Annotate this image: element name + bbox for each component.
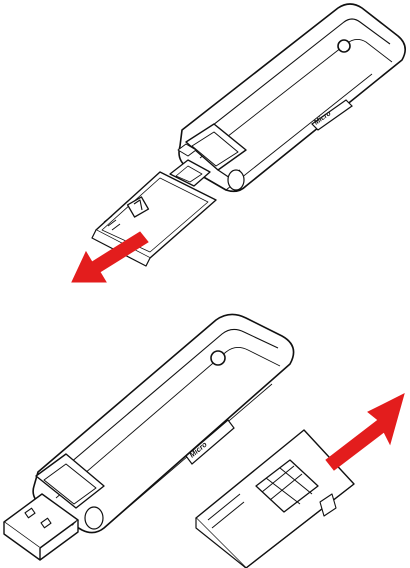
led-icon-bottom [211,351,225,365]
figure-bottom: Micro [4,314,404,568]
figure-top: Micro [72,4,405,282]
sd-adapter-bottom [196,430,354,568]
led-icon [338,40,350,52]
arrow-up-right-icon [326,394,404,470]
